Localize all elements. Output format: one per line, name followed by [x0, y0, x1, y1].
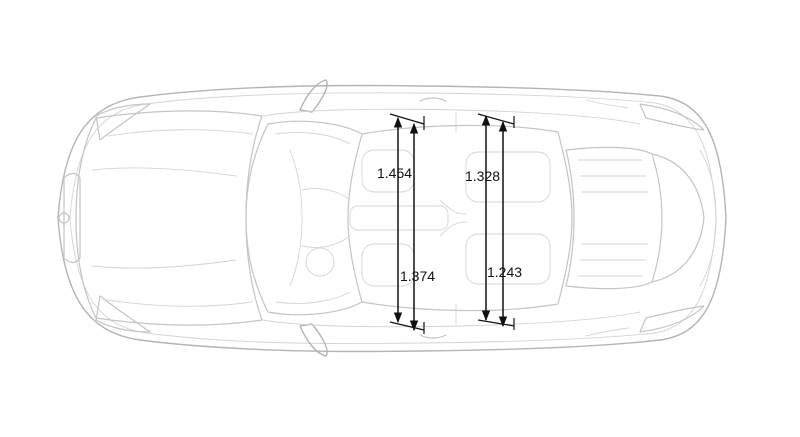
measure-label-rear-headroom: 1.328: [465, 168, 500, 184]
measure-label-front-shoulder: 1.374: [400, 268, 435, 284]
steering-wheel: [305, 247, 335, 277]
mirror-bottom: [299, 323, 328, 357]
headlight-left: [95, 103, 151, 141]
measure-label-front-headroom: 1.454: [377, 165, 412, 181]
trunk-lid: [651, 153, 705, 283]
rear-window: [565, 146, 663, 290]
car-body-inner-outline: [69, 92, 717, 345]
dimension-front-headroom: 1.454: [377, 113, 425, 331]
door-handle-top: [419, 97, 447, 102]
taillight-bottom: [639, 305, 705, 333]
rear-seat-top: [465, 151, 551, 203]
dimension-rear-headroom: 1.328: [465, 113, 515, 327]
front-grille: [63, 172, 81, 264]
measure-label-rear-shoulder: 1.243: [487, 264, 522, 280]
dashboard: [289, 149, 303, 287]
hood-outline: [75, 110, 263, 326]
car-body-outline: [57, 84, 727, 353]
brand-emblem-icon: [58, 212, 70, 224]
roof-outline: [361, 124, 573, 312]
headlight-right: [95, 295, 151, 333]
rear-seat-bottom: [465, 233, 551, 285]
dimension-front-shoulder: 1.374: [400, 116, 435, 334]
dimension-rear-shoulder: 1.243: [487, 116, 522, 330]
door-handle-bottom: [419, 334, 447, 339]
taillight-top: [639, 103, 705, 131]
car-top-view: [57, 79, 727, 357]
windshield: [245, 120, 363, 316]
center-console: [349, 205, 449, 231]
mirror-top: [299, 79, 328, 113]
